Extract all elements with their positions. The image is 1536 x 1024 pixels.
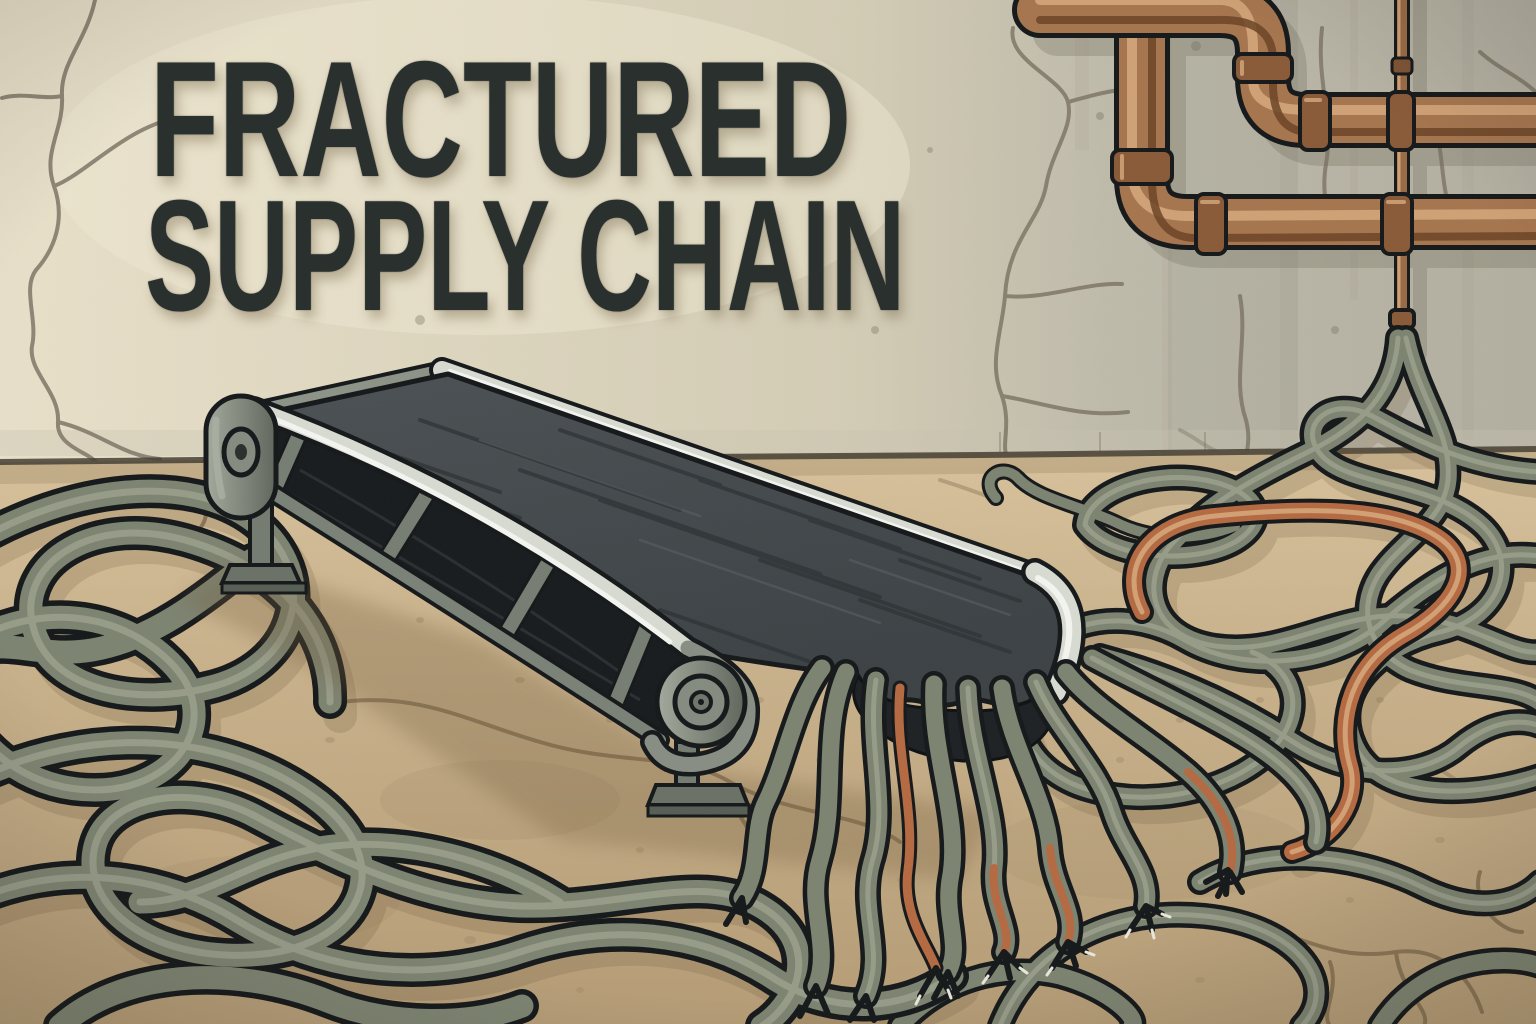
illustration-canvas: FRACTURED SUPPLY CHAIN [0, 0, 1536, 1024]
scene-svg [0, 0, 1536, 1024]
paper-grain [0, 0, 1536, 1024]
